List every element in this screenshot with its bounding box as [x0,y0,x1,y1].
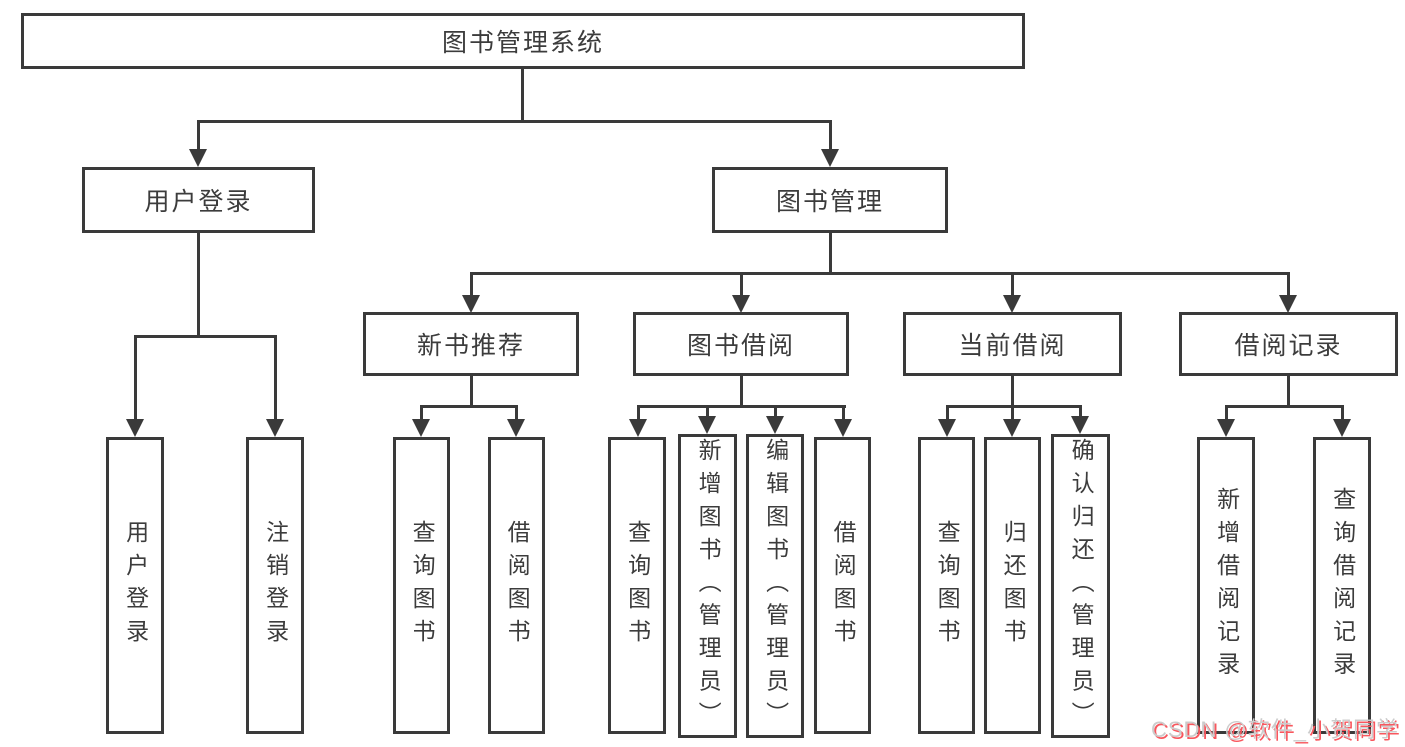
node-library-system: 图书管理系统 [21,13,1025,69]
arrow-down-icon [629,419,647,437]
edge-stem [637,405,640,427]
leaf-query-books-current: 查询图书 [918,437,975,734]
leaf-logout: 注销登录 [246,437,304,734]
leaf-label: 编辑图书（管理员） [762,437,789,734]
leaf-query-borrow-record: 查询借阅记录 [1313,437,1371,734]
node-label: 图书管理 [775,188,884,216]
leaf-label: 用户登录 [122,519,149,652]
edge-user-login-trunk [197,233,200,338]
node-label: 借阅记录 [1234,332,1343,360]
edge-current-borrow-trunk [1011,376,1014,408]
leaf-label: 查询图书 [934,519,961,652]
edge-borrow-records-distributor [1225,405,1344,408]
edge-stem [842,405,845,427]
arrow-down-icon [766,416,784,434]
node-label: 新书推荐 [416,332,525,360]
arrow-down-icon [507,419,525,437]
leaf-label: 查询借阅记录 [1329,486,1356,685]
node-user-login: 用户登录 [82,167,315,233]
edge-new-book-trunk [470,376,473,408]
leaf-add-borrow-record: 新增借阅记录 [1197,437,1255,734]
arrow-down-icon [1333,419,1351,437]
edge-stem-book-management [829,120,832,156]
arrow-down-icon [1003,419,1021,437]
csdn-watermark: CSDN @软件_小贺同学 [1150,717,1399,742]
edge-stem-book-borrow [740,272,743,300]
arrow-down-icon [462,295,480,313]
edge-stem-current-borrow [1011,272,1014,300]
edge-stem-borrow-records [1287,272,1290,300]
leaf-label: 注销登录 [262,519,289,652]
leaf-borrow-books-recommend: 借阅图书 [488,437,545,734]
arrow-down-icon [834,419,852,437]
edge-root-distributor [197,120,832,123]
leaf-user-login: 用户登录 [106,437,164,734]
arrow-down-icon [1003,295,1021,313]
edge-stem [1011,405,1014,427]
leaf-return-book: 归还图书 [984,437,1041,734]
leaf-label: 归还图书 [1000,519,1027,652]
edge-book-borrow-trunk [740,376,743,408]
edge-stem-leaf-user-login [134,335,137,423]
arrow-down-icon [126,419,144,437]
edge-root-trunk [521,69,524,123]
arrow-down-icon [189,149,207,167]
edge-stem [946,405,949,427]
edge-book-management-distributor [470,272,1290,275]
edge-new-book-distributor [420,405,518,408]
leaf-add-book-admin: 新增图书（管理员） [678,434,737,738]
node-label: 当前借阅 [958,332,1067,360]
node-borrow-records: 借阅记录 [1179,312,1398,376]
leaf-label: 查询图书 [409,519,436,652]
arrow-down-icon [938,419,956,437]
leaf-label: 借阅图书 [504,519,531,652]
edge-stem-leaf-logout [274,335,277,423]
node-new-book-recommend: 新书推荐 [363,312,579,376]
leaf-label: 查询图书 [624,519,651,652]
node-book-borrow: 图书借阅 [633,312,849,376]
edge-stem [420,405,423,427]
leaf-label: 新增图书（管理员） [695,437,722,734]
leaf-label: 确认归还（管理员） [1068,437,1095,734]
arrow-down-icon [821,149,839,167]
edge-current-borrow-distributor [946,405,1082,408]
arrow-down-icon [732,295,750,313]
edge-borrow-records-trunk [1287,376,1290,408]
edge-stem [515,405,518,427]
leaf-query-books-recommend: 查询图书 [393,437,450,734]
leaf-edit-book-admin: 编辑图书（管理员） [746,434,804,738]
edge-stem-user-login [197,120,200,156]
node-label: 图书借阅 [686,332,795,360]
edge-stem [1341,405,1344,427]
arrow-down-icon [266,419,284,437]
leaf-borrow-books: 借阅图书 [814,437,871,734]
arrow-down-icon [698,416,716,434]
arrow-down-icon [412,419,430,437]
edge-book-borrow-distributor [637,405,846,408]
edge-book-management-trunk [829,233,832,275]
leaf-confirm-return-admin: 确认归还（管理员） [1051,434,1110,738]
leaf-query-books-borrow: 查询图书 [608,437,666,734]
arrow-down-icon [1217,419,1235,437]
edge-stem [1225,405,1228,427]
node-book-management: 图书管理 [712,167,948,233]
arrow-down-icon [1279,295,1297,313]
leaf-label: 借阅图书 [830,519,857,652]
edge-stem-new-book [470,272,473,300]
node-current-borrow: 当前借阅 [903,312,1122,376]
edge-user-login-distributor [134,335,277,338]
leaf-label: 新增借阅记录 [1213,486,1240,685]
arrow-down-icon [1071,416,1089,434]
node-label: 图书管理系统 [441,29,604,57]
node-label: 用户登录 [144,188,253,216]
